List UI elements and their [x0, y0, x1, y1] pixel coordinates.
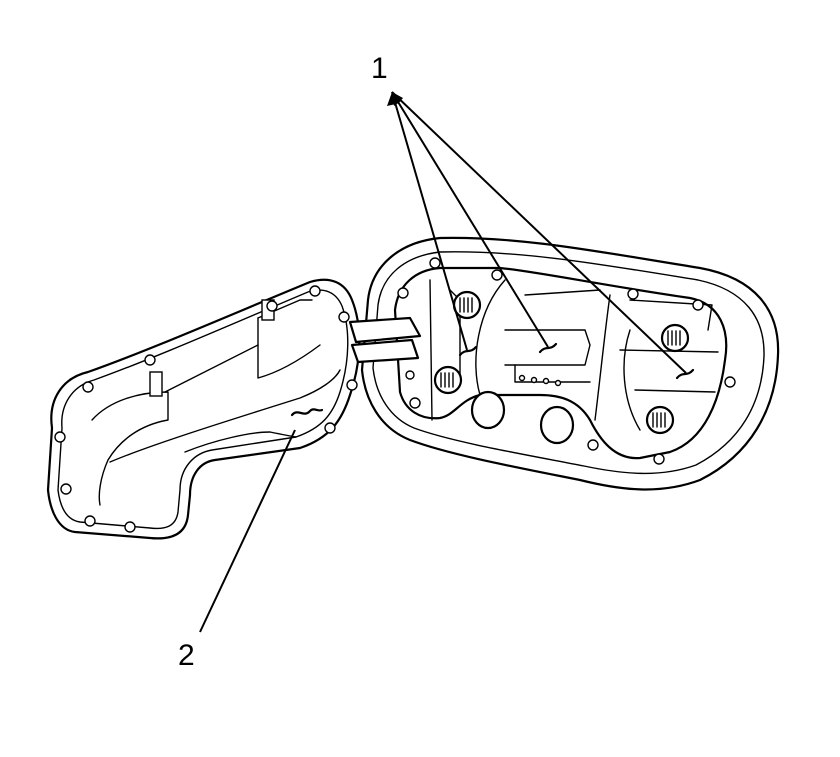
pin-row — [518, 374, 562, 387]
socket-bottom-left — [433, 365, 463, 395]
clip-left — [458, 345, 478, 357]
clip-center — [538, 342, 558, 354]
callout-2-label: 2 — [178, 639, 195, 672]
rubber-bumpers — [470, 390, 575, 445]
cover-panel — [46, 278, 361, 540]
socket-top-left — [452, 290, 482, 320]
cover-bolt-holes — [54, 285, 358, 533]
clip-right — [675, 368, 695, 380]
socket-bottom-right — [645, 405, 675, 435]
housing-bolt-holes — [397, 257, 736, 465]
housing-body — [348, 236, 780, 491]
callout-2: 2 — [178, 429, 296, 672]
callout-1-label: 1 — [371, 52, 388, 85]
socket-top-right — [660, 323, 690, 353]
callout-1: 1 — [371, 52, 687, 374]
seal-tab — [290, 408, 324, 417]
retaining-clips — [458, 342, 695, 380]
